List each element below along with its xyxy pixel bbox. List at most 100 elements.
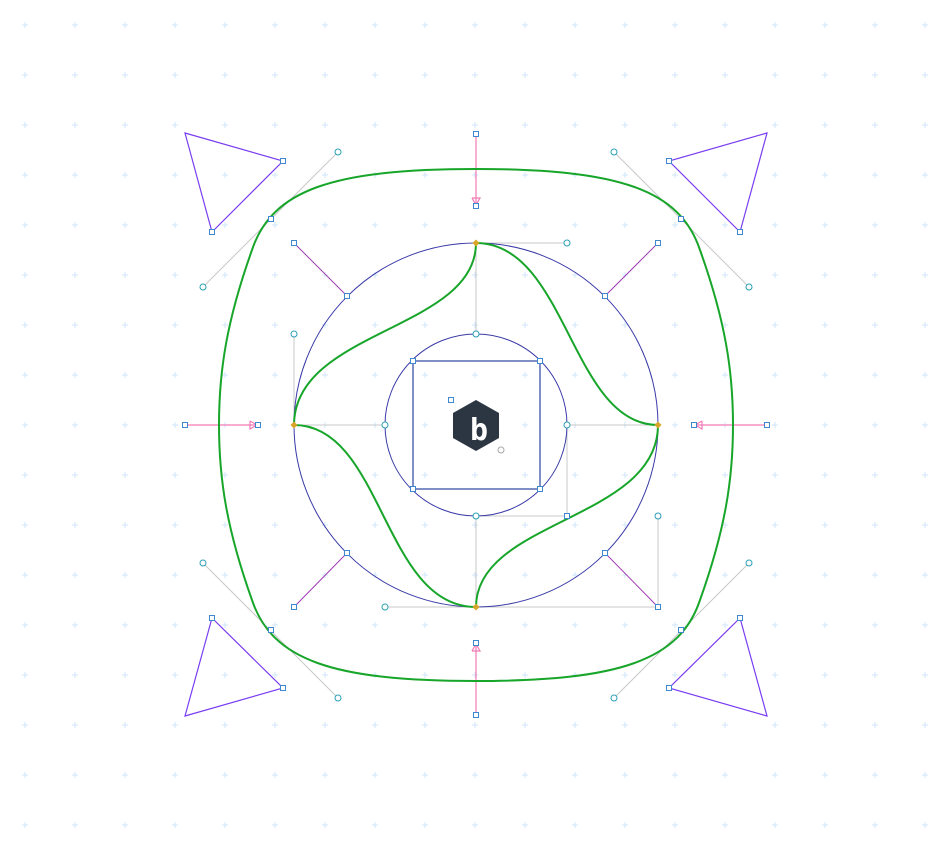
- grid-mark: [472, 122, 478, 128]
- anchor-node[interactable]: [691, 422, 697, 428]
- handle-circle-nodes[interactable]: [199, 148, 753, 702]
- handle-node[interactable]: [290, 330, 298, 338]
- curve-anchor-node[interactable]: [290, 421, 298, 429]
- anchor-node[interactable]: [602, 293, 608, 299]
- grid-mark: [872, 572, 878, 578]
- grid-mark: [372, 122, 378, 128]
- anchor-node[interactable]: [602, 550, 608, 556]
- anchor-node[interactable]: [473, 203, 479, 209]
- grid-mark: [372, 522, 378, 528]
- triangle-bottom-left[interactable]: [184, 616, 285, 717]
- anchor-node[interactable]: [209, 229, 215, 235]
- grid-mark: [572, 472, 578, 478]
- curve-anchor-nodes[interactable]: [290, 239, 662, 611]
- grid-mark: [822, 372, 828, 378]
- grid-mark: [372, 822, 378, 828]
- anchor-node[interactable]: [344, 293, 350, 299]
- square-anchor-nodes[interactable]: [182, 131, 770, 718]
- anchor-node[interactable]: [737, 229, 743, 235]
- arrow-bottom-head: [471, 642, 482, 652]
- handle-node[interactable]: [381, 603, 389, 611]
- anchor-node[interactable]: [473, 640, 479, 646]
- grid-mark: [222, 122, 228, 128]
- handle-node[interactable]: [745, 283, 753, 291]
- anchor-node[interactable]: [537, 358, 543, 364]
- handle-node[interactable]: [199, 283, 207, 291]
- triangle-top-right[interactable]: [667, 132, 768, 234]
- anchor-node[interactable]: [764, 422, 770, 428]
- handle-node[interactable]: [563, 421, 571, 429]
- grid-mark: [272, 172, 278, 178]
- anchor-node[interactable]: [655, 604, 661, 610]
- anchor-node[interactable]: [537, 486, 543, 492]
- anchor-node[interactable]: [473, 131, 479, 137]
- grid-mark: [672, 722, 678, 728]
- anchor-node[interactable]: [678, 627, 684, 633]
- curve-anchor-node[interactable]: [472, 603, 480, 611]
- grid-mark: [472, 22, 478, 28]
- grid-mark: [822, 422, 828, 428]
- anchor-node[interactable]: [268, 216, 274, 222]
- center-square[interactable]: [412, 360, 541, 490]
- anchor-node[interactable]: [255, 422, 261, 428]
- background-grid: [22, 22, 928, 828]
- grid-mark: [722, 722, 728, 728]
- anchor-node[interactable]: [344, 550, 350, 556]
- grid-mark: [622, 822, 628, 828]
- handle-node[interactable]: [472, 330, 480, 338]
- corner-triangles: [184, 132, 768, 717]
- handle-node[interactable]: [334, 148, 342, 156]
- grid-mark: [122, 822, 128, 828]
- grid-mark: [622, 472, 628, 478]
- anchor-node[interactable]: [655, 240, 661, 246]
- anchor-node[interactable]: [280, 685, 286, 691]
- anchor-node[interactable]: [291, 604, 297, 610]
- anchor-node[interactable]: [182, 422, 188, 428]
- anchor-node[interactable]: [666, 685, 672, 691]
- anchor-node[interactable]: [291, 240, 297, 246]
- anchor-node[interactable]: [473, 712, 479, 718]
- grid-mark: [22, 772, 28, 778]
- grid-mark: [22, 72, 28, 78]
- anchor-node[interactable]: [268, 627, 274, 633]
- pivot-point[interactable]: [497, 446, 505, 454]
- anchor-node[interactable]: [666, 158, 672, 164]
- handle-node[interactable]: [199, 559, 207, 567]
- grid-mark: [122, 172, 128, 178]
- handle-node[interactable]: [563, 239, 571, 247]
- handle-node[interactable]: [334, 694, 342, 702]
- anchor-node[interactable]: [410, 358, 416, 364]
- grid-mark: [472, 472, 478, 478]
- anchor-node[interactable]: [564, 513, 570, 519]
- curve-anchor-node[interactable]: [472, 239, 480, 247]
- radial-spokes: [293, 242, 659, 608]
- grid-mark: [422, 322, 428, 328]
- handle-node[interactable]: [654, 512, 662, 520]
- grid-mark: [522, 22, 528, 28]
- grid-mark: [822, 822, 828, 828]
- grid-mark: [472, 722, 478, 728]
- triangle-bottom-right[interactable]: [667, 616, 768, 717]
- grid-mark: [872, 822, 878, 828]
- curve-anchor-node[interactable]: [654, 421, 662, 429]
- handle-node[interactable]: [610, 694, 618, 702]
- grid-mark: [472, 222, 478, 228]
- anchor-node[interactable]: [410, 486, 416, 492]
- grid-mark: [222, 822, 228, 828]
- grid-mark: [772, 472, 778, 478]
- anchor-node[interactable]: [678, 216, 684, 222]
- grid-mark: [322, 372, 328, 378]
- handle-node[interactable]: [472, 512, 480, 520]
- anchor-node[interactable]: [209, 615, 215, 621]
- triangle-top-left[interactable]: [184, 132, 285, 234]
- reference-node[interactable]: [448, 397, 454, 403]
- anchor-node[interactable]: [737, 615, 743, 621]
- grid-mark: [122, 322, 128, 328]
- anchor-node[interactable]: [280, 158, 286, 164]
- arrow-left-head: [249, 420, 259, 431]
- handle-node[interactable]: [745, 559, 753, 567]
- handle-node[interactable]: [610, 148, 618, 156]
- outer-squircle-path[interactable]: [217, 167, 735, 683]
- handle-node[interactable]: [381, 421, 389, 429]
